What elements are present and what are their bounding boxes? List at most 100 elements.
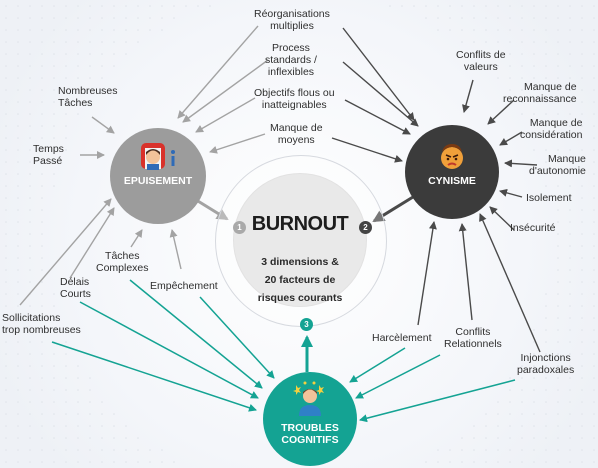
factor-conflits-relationnels: Conflits Relationnels <box>444 326 502 350</box>
factor-consideration: Manque de considération <box>520 117 582 141</box>
arrow-reconnaissance-cynisme <box>487 99 515 125</box>
arrow-harcelement-troubles <box>349 347 406 383</box>
factor-line: trop nombreuses <box>2 324 81 336</box>
factor-line: considération <box>520 129 583 141</box>
factor-line: Manque <box>547 153 586 165</box>
factor-line: Conflits de <box>456 49 506 61</box>
burnout-subtitle-line: 3 dimensions & <box>261 256 339 268</box>
factor-line: reconnaissance <box>503 93 577 105</box>
factor-harcelement: Harcèlement <box>372 332 432 344</box>
arrow-conflits-valeurs-cynisme <box>462 79 474 113</box>
factor-line: multiplies <box>270 20 314 32</box>
factor-line: inatteignables <box>261 99 327 111</box>
factor-line: Nombreuses <box>58 85 118 97</box>
factor-isolement: Isolement <box>526 192 572 204</box>
arrow-conflits-relationnels-cynisme <box>458 223 473 321</box>
arrow-isolement-cynisme <box>499 188 523 198</box>
arrow-harcelement-cynisme <box>417 221 437 326</box>
arrow-insecurite-cynisme <box>489 206 515 231</box>
arrow-objectifs-epuisement <box>195 97 256 133</box>
factor-line: Sollicitations <box>2 312 61 324</box>
hub-epuisement-label: EPUISEMENT <box>123 175 193 187</box>
factor-line: paradoxales <box>517 364 575 376</box>
factor-reconnaissance: Manque de reconnaissance <box>503 81 577 105</box>
factor-line: Courts <box>60 288 91 300</box>
factor-line: Injonctions <box>520 352 571 364</box>
hub-troubles-label-line: TROUBLES <box>281 422 339 434</box>
factor-insecurite: Insécurité <box>510 222 556 234</box>
arrow-process-epuisement <box>182 59 269 123</box>
arrow-sollicitations-epuisement <box>19 198 112 306</box>
burnout-subtitle-line: 20 facteurs de <box>264 274 336 286</box>
dizzy-person-icon <box>293 381 324 416</box>
factor-line: Temps <box>33 143 64 155</box>
factor-empechement: Empêchement <box>150 280 218 292</box>
badge-cynisme-number: 2 <box>359 221 372 234</box>
badge-troubles-number: 3 <box>300 318 313 331</box>
badge-epuisement-number: 1 <box>233 221 246 234</box>
factor-process: Process standards / inflexibles <box>265 42 317 78</box>
burnout-circle <box>234 174 366 306</box>
arrow-moyens-cynisme <box>331 137 403 163</box>
burnout-subtitle-line: risques courants <box>257 292 343 304</box>
factor-line: Manque de <box>524 81 577 93</box>
hub-troubles-cognitifs: TROUBLES COGNITIFS <box>263 372 357 466</box>
arrow-conflits-relationnels-troubles <box>355 354 441 399</box>
arrow-nombreuses-taches-epuisement <box>91 116 115 134</box>
burnout-title: BURNOUT <box>251 213 349 235</box>
factor-line: Harcèlement <box>372 332 432 344</box>
factor-delais-courts: Délais Courts <box>60 276 91 300</box>
factor-line: Passé <box>33 155 63 167</box>
arrow-delais-courts-epuisement <box>69 207 115 279</box>
factor-conflits-valeurs: Conflits de valeurs <box>456 49 506 73</box>
factor-line: inflexibles <box>267 66 315 78</box>
factor-line: Conflits <box>455 326 491 338</box>
factor-line: Objectifs flous ou <box>254 87 335 99</box>
factor-line: d'autonomie <box>529 165 586 177</box>
factor-line: standards / <box>265 54 317 66</box>
hub-cynisme: CYNISME <box>405 125 499 219</box>
factor-line: moyens <box>277 134 315 146</box>
factor-moyens: Manque de moyens <box>270 122 323 146</box>
factor-nombreuses-taches: Nombreuses Tâches <box>58 85 118 109</box>
factor-line: Tâches <box>105 250 140 262</box>
angry-face-icon <box>441 144 463 169</box>
arrow-moyens-epuisement <box>209 133 266 154</box>
arrow-empechement-epuisement <box>169 229 182 270</box>
factor-objectifs: Objectifs flous ou inatteignables <box>254 87 335 111</box>
hub-troubles-label: TROUBLES COGNITIFS <box>263 422 357 446</box>
arrow-reorganisations-epuisement <box>177 25 259 119</box>
arrow-consideration-cynisme <box>499 131 523 146</box>
factor-line: Manque de <box>529 117 583 129</box>
factor-injonctions: Injonctions paradoxales <box>517 352 574 376</box>
arrow-sollicitations-troubles <box>51 341 257 412</box>
arrow-objectifs-cynisme <box>344 99 411 135</box>
hub-troubles-label-line: COGNITIFS <box>281 434 339 446</box>
arrow-taches-complexes-epuisement <box>130 229 143 248</box>
factor-line: Empêchement <box>150 280 218 292</box>
arrow-autonomie-cynisme <box>504 159 538 168</box>
burnout-subtitle: 3 dimensions & 20 facteurs de risques co… <box>234 253 366 307</box>
hub-epuisement: EPUISEMENT <box>110 128 206 224</box>
factor-sollicitations: Sollicitations trop nombreuses <box>2 312 81 336</box>
factor-autonomie: Manque d'autonomie <box>529 153 586 177</box>
factor-line: Tâches <box>58 97 93 109</box>
arrow-reorganisations-cynisme <box>342 27 415 121</box>
arrow-taches-complexes-troubles <box>129 279 263 389</box>
factor-line: Délais <box>60 276 90 288</box>
factor-line: valeurs <box>463 61 498 73</box>
factor-reorganisations: Réorganisations multiplies <box>254 8 330 32</box>
arrow-injonctions-troubles <box>359 379 516 423</box>
factor-temps-passe: Temps Passé <box>33 143 64 167</box>
factor-line: Process <box>272 42 310 54</box>
stressed-person-icon <box>141 143 175 170</box>
factor-taches-complexes: Tâches Complexes <box>96 250 149 274</box>
arrow-empechement-troubles <box>199 296 275 379</box>
arrow-injonctions-cynisme <box>479 213 541 353</box>
factor-line: Manque de <box>270 122 323 134</box>
hub-cynisme-label: CYNISME <box>428 175 476 187</box>
factor-line: Relationnels <box>444 338 502 350</box>
